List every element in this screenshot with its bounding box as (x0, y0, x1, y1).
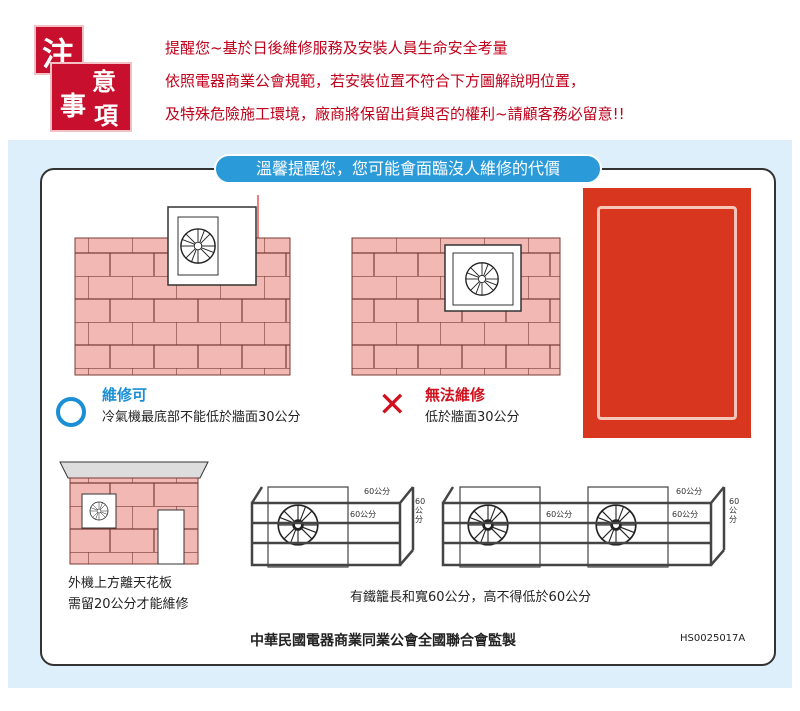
badge-char: 意 (92, 68, 116, 96)
h: 60 (415, 497, 426, 506)
h: 公 (415, 506, 423, 515)
h: 60 (729, 497, 740, 506)
dim-label: 60公分 (672, 510, 699, 519)
wall-bad-diagram (351, 237, 561, 376)
association-seal (583, 188, 751, 438)
wall-ok-diagram (74, 195, 291, 376)
notice-line: 依照電器商業公會規範，若安裝位置不符合下方圖解說明位置， (165, 72, 586, 90)
ceiling-house-diagram (59, 461, 209, 565)
badge-char: 項 (94, 102, 118, 130)
footer-issuer: 中華民國電器商業同業公會全國聯合會監製 (250, 633, 516, 649)
notice-badge-main: 意 事 項 (50, 62, 132, 132)
bad-text: 低於牆面30公分 (425, 410, 520, 425)
ceiling-note: 需留20公分才能維修 (68, 597, 189, 612)
dim-label: 60公分 (364, 487, 391, 496)
ok-text: 冷氣機最底部不能低於牆面30公分 (102, 410, 301, 425)
cage-caption: 有鐵籠長和寬60公分，高不得低於60公分 (350, 590, 592, 605)
h: 公 (729, 506, 737, 515)
cross-icon: ✕ (378, 385, 407, 425)
cage-diagram-double (441, 486, 726, 568)
panel-title: 溫馨提醒您，您可能會面臨沒人維修的代價 (214, 154, 602, 184)
h: 分 (415, 515, 423, 524)
cage-diagram-single (250, 486, 415, 568)
badge-char: 事 (60, 92, 87, 122)
ceiling-note: 外機上方離天花板 (68, 576, 173, 591)
h: 分 (729, 515, 737, 524)
dim-label: 60公分 (350, 510, 377, 519)
notice-line: 提醒您~基於日後維修服務及安裝人員生命安全考量 (165, 39, 508, 57)
footer-code: HS0025017A (680, 633, 746, 644)
dim-label: 60公分 (546, 510, 573, 519)
notice-line: 及特殊危險施工環境，廠商將保留出貨與否的權利~請顧客務必留意!! (165, 105, 625, 123)
dim-label: 60公分 (676, 487, 703, 496)
bad-heading: 無法維修 (425, 386, 486, 404)
ok-heading: 維修可 (102, 386, 148, 404)
circle-icon (56, 397, 86, 427)
